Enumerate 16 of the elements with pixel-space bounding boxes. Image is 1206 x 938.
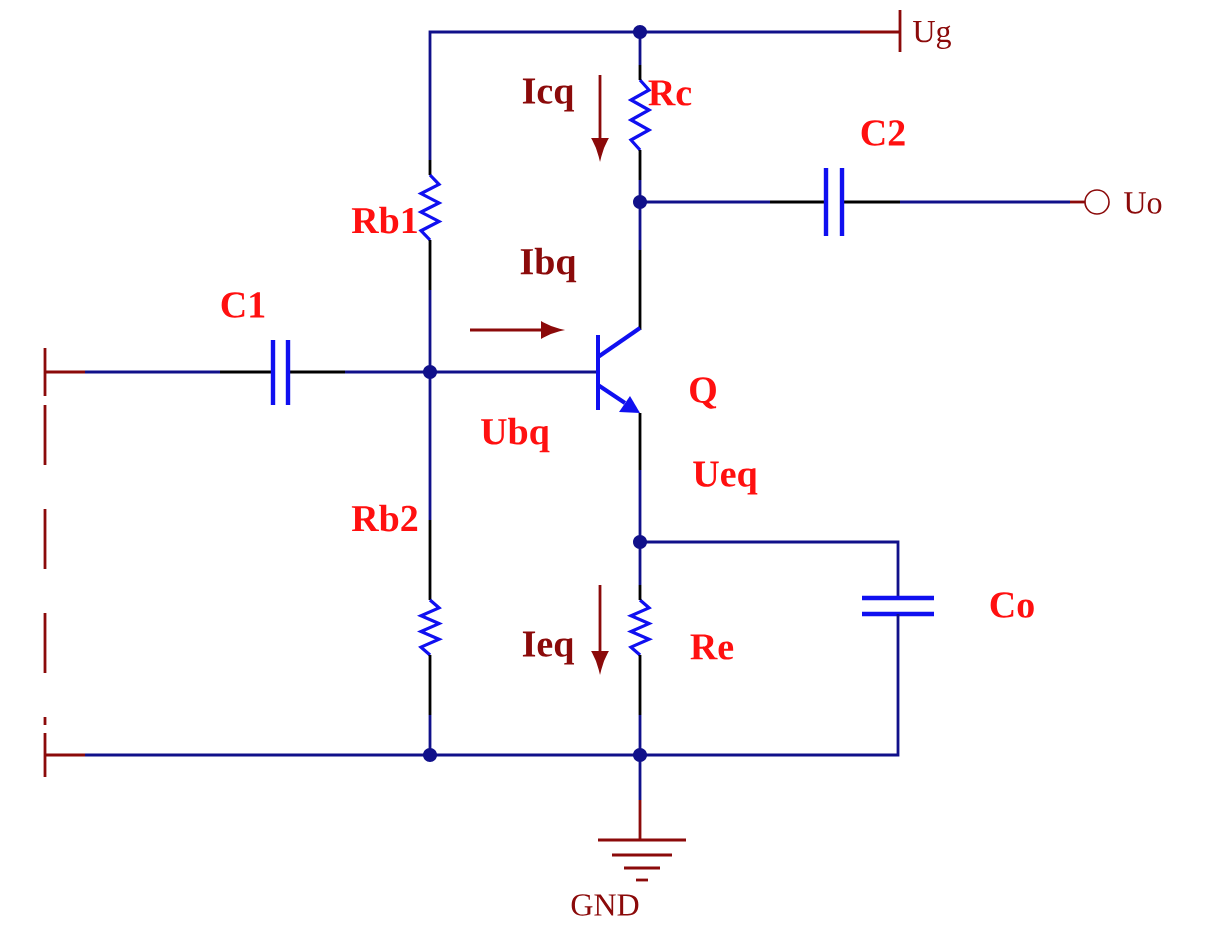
current-label: Icq	[522, 78, 575, 112]
current-label: Ibq	[520, 247, 577, 283]
component-label: Q	[690, 377, 717, 409]
component-label: Rb1	[351, 206, 417, 234]
terminal-label: GND	[571, 894, 639, 916]
component-label: Rb2	[351, 504, 418, 532]
terminal-label: Ug	[913, 21, 951, 49]
component-label: C2	[861, 120, 905, 146]
terminal-label: Uo	[1124, 192, 1162, 214]
component-label: Co	[990, 592, 1034, 618]
component-label: Ubq	[481, 417, 550, 453]
current-label: Ieq	[522, 631, 575, 665]
component-label: Rc	[648, 80, 692, 106]
component-label: C1	[221, 292, 265, 318]
component-label: Ueq	[693, 461, 758, 495]
component-label: Re	[690, 634, 734, 660]
